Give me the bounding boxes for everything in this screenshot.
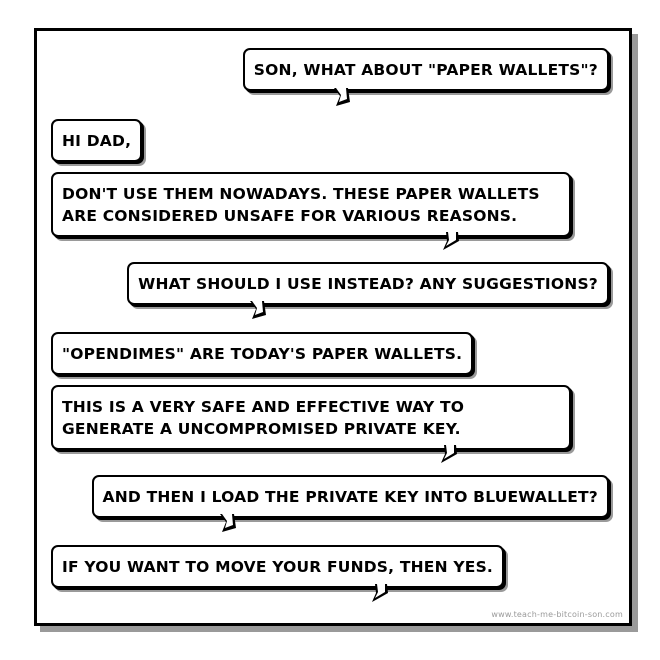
bubble-text: AND THEN I LOAD THE PRIVATE KEY INTO BLU… — [102, 488, 598, 506]
speech-bubble: IF YOU WANT TO MOVE YOUR FUNDS, THEN YES… — [51, 545, 505, 588]
speech-tail — [441, 445, 457, 463]
speech-bubble: SON, WHAT ABOUT "PAPER WALLETS"? — [242, 48, 609, 91]
speech-tail — [220, 514, 236, 532]
speech-bubble: DON'T USE THEM NOWADAYS. THESE PAPER WAL… — [51, 172, 571, 237]
bubble-text: WHAT SHOULD I USE INSTEAD? ANY SUGGESTIO… — [138, 275, 598, 293]
speech-bubble: "OPENDIMES" ARE TODAY'S PAPER WALLETS. — [51, 332, 474, 375]
speech-bubble: HI DAD, — [51, 119, 143, 162]
speech-bubble: THIS IS A VERY SAFE AND EFFECTIVE WAY TO… — [51, 385, 571, 450]
bubble-text: SON, WHAT ABOUT "PAPER WALLETS"? — [253, 61, 598, 79]
speech-tail — [250, 301, 266, 319]
bubble-text: HI DAD, — [62, 132, 132, 150]
speech-bubble: WHAT SHOULD I USE INSTEAD? ANY SUGGESTIO… — [127, 262, 609, 305]
bubble-text: DON'T USE THEM NOWADAYS. THESE PAPER WAL… — [62, 185, 540, 225]
speech-tail — [443, 232, 459, 250]
speech-bubble: AND THEN I LOAD THE PRIVATE KEY INTO BLU… — [91, 475, 609, 518]
bubble-text: "OPENDIMES" ARE TODAY'S PAPER WALLETS. — [62, 345, 463, 363]
speech-tail — [334, 88, 350, 106]
speech-tail — [372, 584, 388, 602]
bubble-text: IF YOU WANT TO MOVE YOUR FUNDS, THEN YES… — [62, 558, 494, 576]
site-credit: www.teach-me-bitcoin-son.com — [491, 610, 623, 619]
bubble-text: THIS IS A VERY SAFE AND EFFECTIVE WAY TO… — [62, 398, 465, 438]
comic-panel: SON, WHAT ABOUT "PAPER WALLETS"? HI DAD,… — [34, 28, 632, 626]
